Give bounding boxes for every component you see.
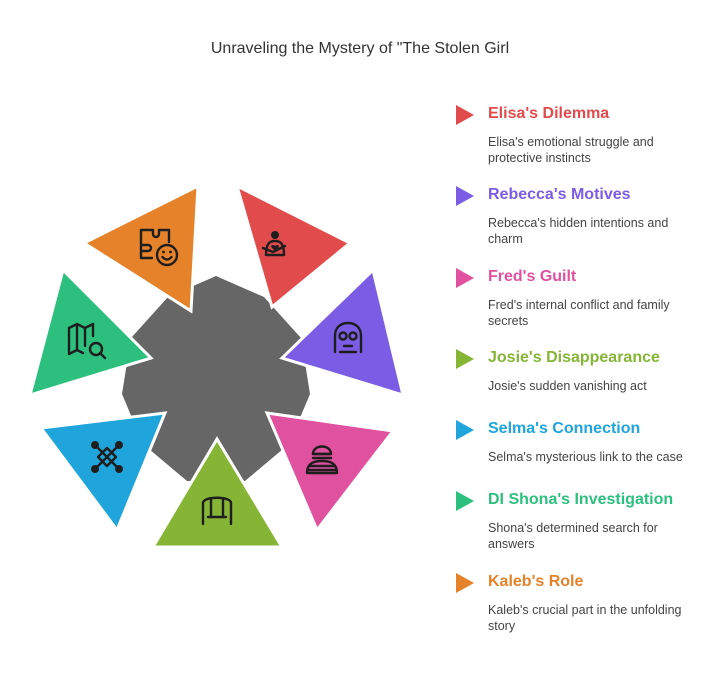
legend-label: Kaleb's Role: [488, 573, 584, 590]
triangle-marker-icon: [456, 573, 474, 593]
triangle-marker-icon: [456, 349, 474, 369]
triangle-marker-icon: [456, 268, 474, 288]
legend-description: Elisa's emotional struggle and protectiv…: [488, 135, 654, 165]
puzzle-smile-icon: [139, 228, 179, 267]
diagram-title: Unraveling the Mystery of "The Stolen Gi…: [210, 40, 510, 57]
masked-face-icon: [333, 321, 363, 354]
legend-label: Selma's Connection: [488, 420, 641, 437]
swing-icon: [201, 496, 233, 526]
triangle-marker-icon: [456, 491, 474, 511]
map-search-icon: [67, 322, 107, 360]
legend-label: Rebecca's Motives: [488, 186, 631, 203]
legend-description: Josie's sudden vanishing act: [488, 379, 647, 393]
legend-description: Kaleb's crucial part in the unfolding st…: [488, 603, 682, 633]
legend-description: Selma's mysterious link to the case: [488, 450, 683, 464]
triangle-marker-icon: [456, 105, 474, 125]
triangle-marker-icon: [456, 420, 474, 440]
triangle-marker-icon: [456, 186, 474, 206]
legend-label: DI Shona's Investigation: [488, 491, 674, 508]
center-heptagon: [122, 276, 310, 481]
network-icon: [91, 441, 123, 473]
prisoner-icon: [305, 445, 339, 475]
legend-description: Rebecca's hidden intentions and charm: [488, 216, 669, 246]
legend-label: Fred's Guilt: [488, 268, 577, 285]
legend-description: Shona's determined search for answers: [488, 521, 658, 551]
triangle-josie: [150, 436, 285, 549]
person-with-heart-icon: [261, 231, 287, 257]
triangle-fred: [264, 411, 396, 533]
triangle-selma: [38, 411, 168, 534]
triangle-elisa: [234, 183, 353, 310]
legend-label: Elisa's Dilemma: [488, 105, 610, 122]
legend-description: Fred's internal conflict and family secr…: [488, 298, 670, 328]
triangle-shona: [27, 267, 154, 398]
legend-label: Josie's Disappearance: [488, 349, 660, 366]
